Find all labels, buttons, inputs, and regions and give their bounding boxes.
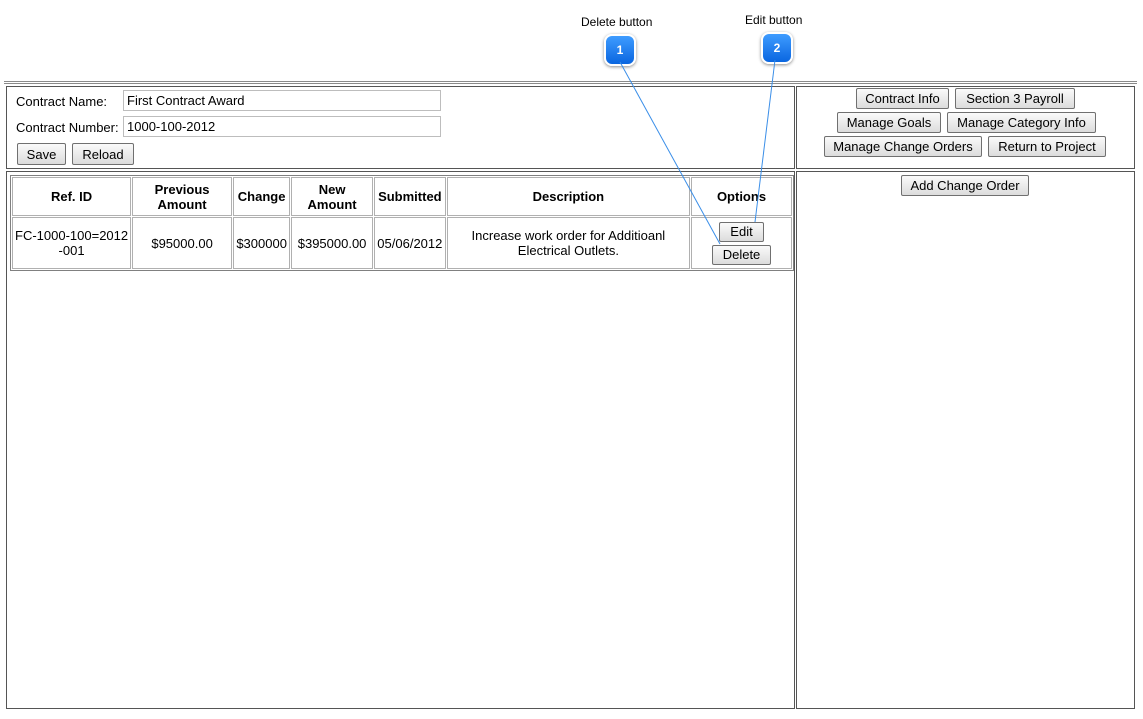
cell-options: Edit Delete [691,217,792,269]
side-panel: Add Change Order [796,171,1135,709]
header-divider [4,81,1137,84]
cell-submitted: 05/06/2012 [373,217,446,269]
manage-goals-button[interactable]: Manage Goals [837,112,941,133]
contract-info-button[interactable]: Contract Info [856,88,949,109]
callout-label-delete: Delete button [581,15,653,29]
add-change-order-button[interactable]: Add Change Order [901,175,1029,196]
edit-button[interactable]: Edit [719,221,764,242]
col-header-description: Description [446,177,690,216]
callout-badge-2: 2 [761,32,793,64]
cell-previous-amount: $95000.00 [132,217,233,269]
contract-name-input[interactable] [123,90,441,111]
contract-form-panel: Contract Name: Contract Number: Save Rel… [6,86,795,169]
col-header-new-amount: New Amount [291,177,373,216]
col-header-submitted: Submitted [373,177,446,216]
cell-new-amount: $395000.00 [291,217,373,269]
delete-button[interactable]: Delete [711,244,772,265]
return-to-project-button[interactable]: Return to Project [988,136,1106,157]
change-orders-panel: Ref. ID Previous Amount Change New Amoun… [6,171,795,709]
save-button[interactable]: Save [17,143,66,165]
contract-number-label: Contract Number: [16,120,119,135]
table-header-row: Ref. ID Previous Amount Change New Amoun… [12,177,792,216]
contract-name-label: Contract Name: [16,94,108,109]
reload-button[interactable]: Reload [72,143,134,165]
change-orders-table: Ref. ID Previous Amount Change New Amoun… [10,175,794,271]
contract-nav-panel: Contract Info Section 3 Payroll Manage G… [796,86,1135,169]
contract-number-input[interactable] [123,116,441,137]
table-row: FC-1000-100=2012-001 $95000.00 $300000 $… [12,217,792,269]
callout-badge-1: 1 [604,34,636,66]
manage-change-orders-button[interactable]: Manage Change Orders [824,136,982,157]
manage-category-info-button[interactable]: Manage Category Info [947,112,1096,133]
cell-change: $300000 [233,217,291,269]
col-header-options: Options [691,177,792,216]
col-header-change: Change [233,177,291,216]
col-header-previous-amount: Previous Amount [132,177,233,216]
callout-label-edit: Edit button [745,13,803,27]
section3-payroll-button[interactable]: Section 3 Payroll [955,88,1075,109]
col-header-ref-id: Ref. ID [12,177,132,216]
cell-ref-id: FC-1000-100=2012-001 [12,217,132,269]
cell-description: Increase work order for Additioanl Elect… [446,217,690,269]
